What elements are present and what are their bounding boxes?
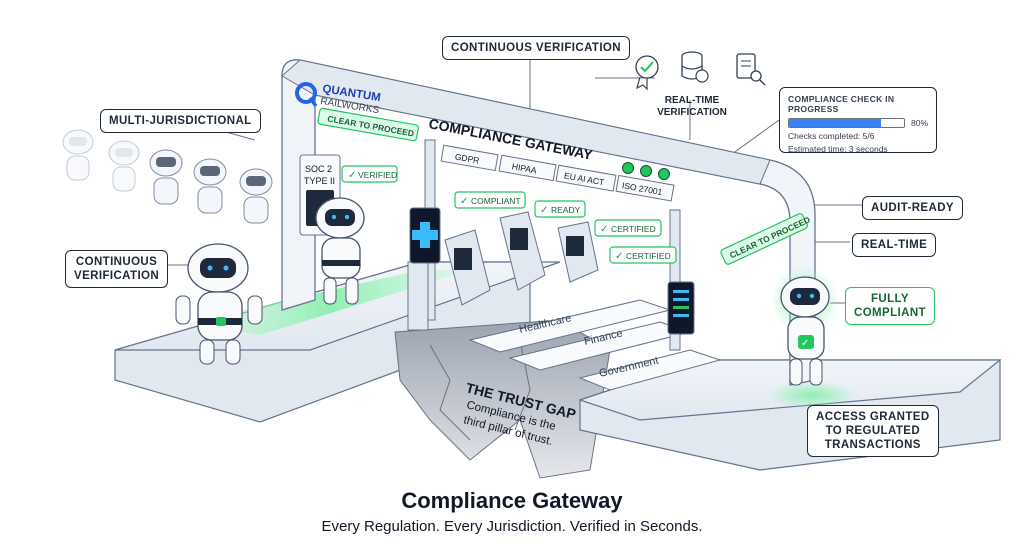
progress-bar bbox=[788, 118, 905, 128]
callout-continuous-left-line2: VERIFICATION bbox=[74, 270, 160, 282]
check-mark-icon: ✓ bbox=[540, 205, 548, 216]
progress-percent: 80% bbox=[910, 118, 928, 128]
check-ready: READY bbox=[551, 205, 581, 215]
footer-title: Compliance Gateway bbox=[401, 488, 623, 513]
callout-multi-jurisdictional: MULTI-JURISDICTIONAL bbox=[100, 109, 261, 133]
callout-access-line3: TRANSACTIONS bbox=[824, 439, 921, 451]
check-mark-icon: ✓ bbox=[460, 196, 468, 207]
status-light-2 bbox=[640, 165, 652, 177]
callout-audit-ready: AUDIT-READY bbox=[862, 196, 963, 220]
robot-queued-1 bbox=[62, 129, 94, 181]
document-search-icon bbox=[736, 53, 766, 86]
check-mark-icon: ✓ bbox=[348, 170, 356, 181]
callout-continuous-verification-top: CONTINUOUS VERIFICATION bbox=[442, 36, 630, 60]
queued-robots-near bbox=[149, 149, 273, 224]
compliance-progress-card: COMPLIANCE CHECK IN PROGRESS 80% Checks … bbox=[779, 87, 937, 154]
footer-subtitle: Every Regulation. Every Jurisdiction. Ve… bbox=[321, 518, 703, 535]
check-verified: VERIFIED bbox=[358, 170, 397, 180]
progress-title: COMPLIANCE CHECK IN PROGRESS bbox=[788, 94, 895, 114]
check-compliant: COMPLIANT bbox=[471, 196, 521, 206]
realtime-verification-line2: VERIFICATION bbox=[657, 107, 727, 118]
callout-continuous-left-line1: CONTINUOUS bbox=[75, 256, 158, 268]
status-light-3 bbox=[658, 168, 670, 180]
quantum-logo-icon bbox=[295, 82, 318, 108]
check-mark-icon: ✓ bbox=[615, 251, 623, 262]
standards-bar: GDPR HIPAA EU AI ACT ISO 27001 bbox=[440, 144, 675, 202]
status-lights bbox=[622, 162, 670, 180]
callout-fully-compliant: FULLY COMPLIANT bbox=[845, 287, 935, 325]
callout-access-line2: TO REGULATED bbox=[825, 425, 921, 437]
cross-icon bbox=[412, 222, 438, 248]
robot-queued-3 bbox=[149, 149, 183, 205]
standard-gdpr: GDPR bbox=[454, 151, 480, 165]
certificate-badge-icon bbox=[635, 55, 659, 91]
database-lock-icon bbox=[681, 51, 709, 83]
robot-in-gate bbox=[315, 197, 365, 305]
kiosks bbox=[407, 207, 695, 335]
callout-fully-line2: COMPLIANT bbox=[854, 307, 926, 319]
queued-robots bbox=[62, 129, 140, 192]
robot-queued-2 bbox=[108, 140, 140, 192]
check-certified-1: CERTIFIED bbox=[611, 224, 656, 234]
check-certified-2: CERTIFIED bbox=[626, 251, 671, 261]
scanner-1 bbox=[444, 229, 491, 306]
robot-queued-5 bbox=[239, 168, 273, 224]
scanner-3 bbox=[557, 221, 599, 283]
check-mark-icon: ✓ bbox=[801, 338, 809, 349]
robot-walking-front bbox=[175, 243, 263, 365]
callout-continuous-verification-left: CONTINUOUS VERIFICATION bbox=[65, 250, 169, 288]
progress-bar-fill bbox=[789, 119, 881, 127]
soc2-line2: TYPE II bbox=[304, 176, 335, 186]
robot-compliant: ✓ bbox=[771, 266, 839, 386]
robot-queued-4 bbox=[193, 158, 227, 214]
realtime-verification-line1: REAL-TIME bbox=[665, 95, 720, 106]
data-panel-right bbox=[667, 281, 695, 335]
standard-hipaa: HIPAA bbox=[511, 161, 538, 175]
progress-checks-line: Checks completed: 5/6 bbox=[788, 131, 875, 141]
progress-time-line: Estimated time: 3 seconds bbox=[788, 144, 888, 154]
check-mark-icon: ✓ bbox=[600, 224, 608, 235]
callout-real-time: REAL-TIME bbox=[852, 233, 937, 257]
scanner-2 bbox=[499, 211, 546, 291]
check-badges: ✓ VERIFIED ✓ COMPLIANT ✓ READY ✓ CERTIFI… bbox=[341, 165, 677, 264]
callout-access-granted: ACCESS GRANTED TO REGULATED TRANSACTIONS bbox=[807, 405, 939, 457]
callout-fully-line1: FULLY bbox=[870, 293, 909, 305]
callout-access-line1: ACCESS GRANTED bbox=[816, 411, 930, 423]
status-light-1 bbox=[622, 162, 634, 174]
soc2-line1: SOC 2 bbox=[305, 164, 332, 174]
